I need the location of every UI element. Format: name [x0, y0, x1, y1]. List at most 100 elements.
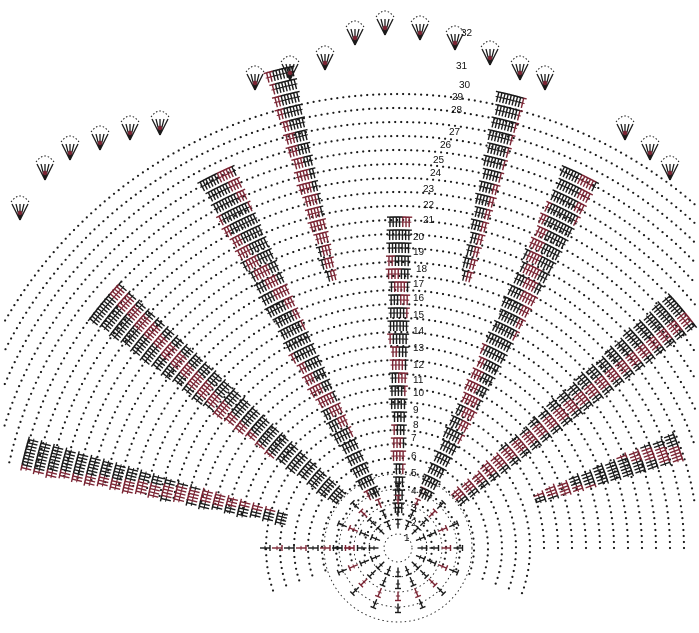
chain-dot — [570, 528, 573, 532]
chain-dot — [642, 430, 646, 433]
chain-dot — [498, 249, 501, 252]
chain-dot — [473, 142, 476, 145]
chain-dot — [63, 421, 66, 424]
chain-dot — [661, 231, 664, 234]
chain-dot — [133, 402, 137, 405]
chain-dot — [636, 499, 639, 502]
chain-dot — [573, 378, 576, 381]
chain-dot — [182, 178, 185, 182]
chain-dot — [565, 125, 569, 128]
double-crochet-cap — [320, 409, 327, 413]
chain-dot — [212, 226, 215, 229]
chain-dot — [334, 430, 338, 433]
chain-dot — [593, 200, 596, 203]
chain-dot — [424, 375, 427, 378]
chain-dot — [633, 262, 637, 265]
chain-dot — [681, 452, 684, 455]
chain-dot — [334, 168, 337, 171]
chain-dot — [225, 440, 228, 443]
chain-dot — [496, 278, 499, 281]
chain-dot — [77, 359, 80, 362]
chain-dot — [110, 457, 113, 460]
chain-dot — [506, 222, 509, 225]
chain-dot — [195, 155, 198, 158]
chain-dot — [688, 475, 691, 478]
chain-dot — [430, 376, 433, 379]
chain-dot — [389, 429, 392, 432]
chain-dot — [49, 419, 52, 422]
chain-dot — [622, 453, 625, 456]
chain-dot — [511, 575, 514, 579]
chain-dot — [515, 256, 518, 259]
double-crochet-cap — [552, 189, 559, 194]
chain-dot — [294, 561, 297, 565]
chain-dot — [66, 380, 69, 383]
chain-dot — [232, 279, 235, 282]
chain-dot — [670, 365, 673, 368]
chain-dot — [404, 149, 407, 152]
chain-dot — [459, 340, 462, 343]
chain-dot — [342, 96, 345, 99]
chain-dot — [154, 213, 157, 216]
chain-dot — [609, 426, 612, 429]
chain-dot — [392, 148, 395, 152]
chain-dot — [426, 304, 429, 307]
chain-dot — [237, 276, 241, 279]
chain-dot — [253, 367, 256, 370]
chain-dot — [407, 457, 410, 460]
double-crochet-bar — [358, 484, 363, 487]
chain-dot — [222, 445, 225, 448]
chain-dot — [185, 260, 188, 263]
chain-dot — [348, 137, 351, 140]
chain-dot — [643, 270, 646, 273]
chain-dot — [345, 473, 348, 476]
chain-dot — [37, 376, 40, 379]
chain-dot — [516, 167, 519, 170]
chain-dot — [646, 202, 650, 205]
chain-dot — [629, 258, 632, 262]
chain-dot — [166, 465, 169, 469]
chain-dot — [380, 317, 383, 320]
chain-dot — [96, 286, 99, 289]
chain-dot — [545, 238, 548, 241]
chain-dot — [366, 262, 369, 265]
chain-dot — [324, 141, 327, 144]
chain-dot — [341, 458, 344, 461]
chain-dot — [307, 231, 310, 234]
chain-dot — [598, 528, 601, 532]
chain-dot — [433, 449, 436, 452]
chain-dot — [260, 344, 263, 347]
chain-dot — [363, 448, 366, 451]
chain-dot — [503, 251, 507, 254]
double-crochet-bar — [213, 207, 218, 211]
double-crochet-cap — [536, 225, 543, 229]
chain-dot — [340, 124, 343, 127]
chain-dot — [426, 529, 429, 532]
chain-dot — [622, 202, 626, 205]
chain-dot — [47, 424, 50, 427]
chain-dot — [597, 287, 600, 290]
chain-dot — [323, 527, 326, 531]
chain-dot — [323, 343, 326, 346]
chain-dot — [189, 190, 193, 193]
chain-stitch-arcs — [3, 92, 697, 595]
chain-dot — [53, 272, 56, 275]
chain-dot — [471, 127, 474, 130]
chain-dot — [679, 191, 682, 194]
chain-dot — [601, 290, 604, 293]
chain-dot — [378, 93, 381, 96]
chain-dot — [601, 309, 605, 312]
chain-dot — [657, 371, 660, 374]
chain-dot — [190, 257, 193, 260]
chain-dot — [673, 370, 676, 373]
chain-dot — [149, 475, 152, 478]
double-crochet-cap — [331, 432, 338, 437]
chain-dot — [644, 403, 647, 406]
double-crochet-bar — [535, 230, 540, 233]
chain-dot — [512, 569, 515, 573]
chain-dot — [230, 232, 233, 235]
chain-dot — [370, 374, 373, 378]
chain-dot — [420, 93, 423, 96]
chain-dot — [498, 523, 501, 526]
chain-dot — [296, 422, 299, 425]
